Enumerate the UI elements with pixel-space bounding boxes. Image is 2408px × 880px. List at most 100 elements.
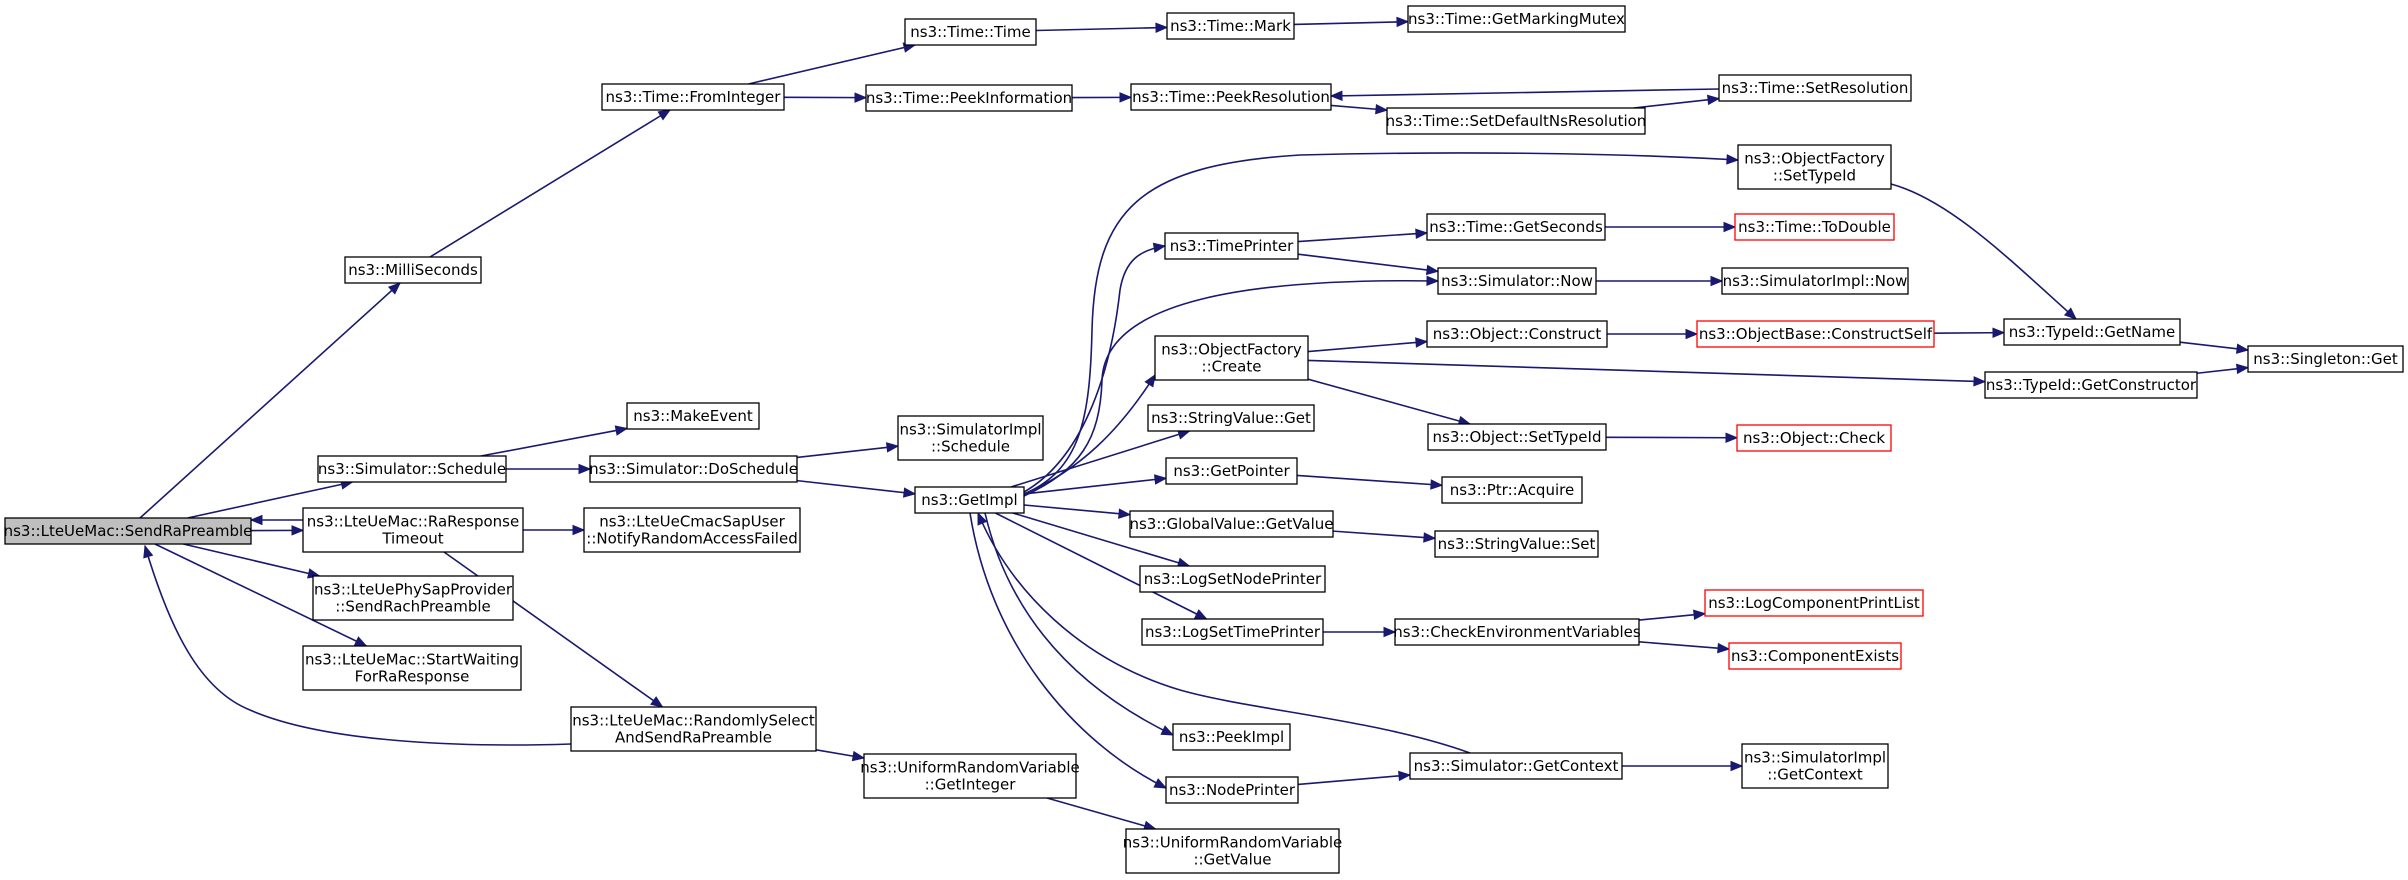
node-milliseconds[interactable]: ns3::MilliSeconds [344, 256, 482, 284]
node-log-component-print-list[interactable]: ns3::LogComponentPrintList [1704, 589, 1924, 617]
node-uniform-random-variable-get-integer[interactable]: ns3::UniformRandomVariable::GetInteger [860, 753, 1080, 799]
edge-send_ra_preamble-to-send_rach_preamble [183, 543, 321, 579]
node-time-mark[interactable]: ns3::Time::Mark [1166, 12, 1295, 40]
node-object-factory-set-type-id[interactable]: ns3::ObjectFactory::SetTypeId [1737, 144, 1892, 190]
edge-get_impl-to-simulator_now [1023, 275, 1440, 497]
node-box [626, 402, 760, 430]
node-get-pointer[interactable]: ns3::GetPointer [1165, 457, 1298, 485]
node-string-value-set[interactable]: ns3::StringValue::Set [1434, 530, 1599, 558]
node-object-check[interactable]: ns3::Object::Check [1736, 424, 1892, 452]
node-label: ns3::ObjectFactory [1161, 341, 1302, 359]
node-label: ns3::UniformRandomVariable [1123, 834, 1342, 852]
node-box [1409, 752, 1623, 780]
node-box [1741, 743, 1889, 789]
node-simulator-impl-schedule[interactable]: ns3::SimulatorImpl::Schedule [897, 415, 1044, 461]
node-log-set-node-printer[interactable]: ns3::LogSetNodePrinter [1139, 565, 1326, 593]
edge-get_impl-to-peek_impl [984, 512, 1175, 736]
node-simulator-impl-get-context[interactable]: ns3::SimulatorImpl::GetContext [1741, 743, 1889, 789]
node-label: ns3::Object::Construct [1433, 325, 1602, 343]
node-string-value-get[interactable]: ns3::StringValue::Get [1147, 404, 1315, 432]
edge-set_default_ns_resolution-to-set_resolution [1633, 94, 1721, 109]
node-ptr-acquire[interactable]: ns3::Ptr::Acquire [1441, 476, 1583, 504]
node-do-schedule[interactable]: ns3::Simulator::DoSchedule [589, 455, 798, 483]
node-from-integer[interactable]: ns3::Time::FromInteger [601, 83, 785, 111]
node-peek-information[interactable]: ns3::Time::PeekInformation [865, 84, 1073, 112]
node-time-printer[interactable]: ns3::TimePrinter [1164, 232, 1299, 260]
node-peek-resolution[interactable]: ns3::Time::PeekResolution [1130, 83, 1332, 111]
node-label: ::GetValue [1193, 851, 1271, 869]
node-object-factory-create[interactable]: ns3::ObjectFactory::Create [1154, 335, 1309, 381]
node-label: ns3::Simulator::DoSchedule [589, 460, 798, 478]
node-box [312, 575, 514, 621]
node-label: ::GetInteger [925, 776, 1017, 794]
node-send-rach-preamble[interactable]: ns3::LteUePhySapProvider::SendRachPreamb… [312, 575, 514, 621]
node-send-ra-preamble[interactable]: ns3::LteUeMac::SendRaPreamble [4, 517, 253, 545]
node-box [1704, 589, 1924, 617]
node-notify-random-access-failed[interactable]: ns3::LteUeCmacSapUser::NotifyRandomAcces… [583, 507, 801, 553]
node-object-construct[interactable]: ns3::Object::Construct [1426, 320, 1608, 348]
node-component-exists[interactable]: ns3::ComponentExists [1728, 642, 1902, 670]
node-label: ns3::Time::SetDefaultNsResolution [1386, 112, 1647, 130]
node-simulator-impl-now[interactable]: ns3::SimulatorImpl::Now [1721, 267, 1909, 295]
node-set-resolution[interactable]: ns3::Time::SetResolution [1718, 74, 1912, 102]
node-label: ns3::NodePrinter [1169, 781, 1296, 799]
node-box [865, 84, 1073, 112]
node-box [583, 507, 801, 553]
node-box [1172, 723, 1291, 751]
node-simulator-now[interactable]: ns3::Simulator::Now [1437, 267, 1597, 295]
node-to-double[interactable]: ns3::Time::ToDouble [1734, 213, 1895, 241]
node-box [1427, 423, 1607, 451]
node-get-constructor[interactable]: ns3::TypeId::GetConstructor [1984, 371, 2198, 399]
node-label: ns3::StringValue::Set [1438, 535, 1596, 553]
node-randomly-select-and-send-ra-preamble[interactable]: ns3::LteUeMac::RandomlySelectAndSendRaPr… [570, 706, 817, 752]
node-box [601, 83, 785, 111]
node-simulator-schedule[interactable]: ns3::Simulator::Schedule [317, 455, 507, 483]
node-global-value-get-value[interactable]: ns3::GlobalValue::GetValue [1129, 510, 1334, 538]
edge-object_factory_create-to-get_constructor [1307, 359, 1987, 387]
node-object-set-type-id[interactable]: ns3::Object::SetTypeId [1427, 423, 1607, 451]
node-label: ns3::PeekImpl [1179, 728, 1284, 746]
edge-milliseconds-to-from_integer [429, 109, 672, 258]
node-make-event[interactable]: ns3::MakeEvent [626, 402, 760, 430]
node-box [1434, 530, 1599, 558]
node-box [914, 486, 1025, 514]
node-box [904, 18, 1037, 46]
node-type-id-get-name[interactable]: ns3::TypeId::GetName [2003, 318, 2181, 346]
node-box [897, 415, 1044, 461]
edge-do_schedule-to-simulator_impl_schedule [796, 442, 900, 459]
node-box [1141, 618, 1324, 646]
node-label: ns3::Time::SetResolution [1722, 79, 1909, 97]
node-construct-self[interactable]: ns3::ObjectBase::ConstructSelf [1696, 320, 1935, 348]
edge-simulator_schedule-to-do_schedule [506, 463, 592, 475]
node-simulator-get-context[interactable]: ns3::Simulator::GetContext [1409, 752, 1623, 780]
edge-check_environment_variables-to-log_component_print_list [1638, 609, 1707, 621]
node-box [1718, 74, 1912, 102]
node-set-default-ns-resolution[interactable]: ns3::Time::SetDefaultNsResolution [1386, 107, 1647, 135]
node-log-set-time-printer[interactable]: ns3::LogSetTimePrinter [1141, 618, 1324, 646]
node-node-printer[interactable]: ns3::NodePrinter [1165, 776, 1299, 804]
node-label: ns3::GetPointer [1173, 462, 1290, 480]
node-time-time[interactable]: ns3::Time::Time [904, 18, 1037, 46]
node-singleton-get[interactable]: ns3::Singleton::Get [2247, 345, 2404, 373]
node-get-seconds[interactable]: ns3::Time::GetSeconds [1426, 213, 1606, 241]
edge-simulator_get_context-to-get_impl [977, 511, 1471, 754]
node-box [1734, 213, 1895, 241]
edge-object_factory_set_type_id-to-type_id_get_name [1890, 183, 2077, 320]
node-get-impl[interactable]: ns3::GetImpl [914, 486, 1025, 514]
node-label: ns3::Ptr::Acquire [1450, 481, 1574, 499]
node-box [1394, 618, 1640, 646]
node-label: ::GetContext [1767, 766, 1863, 784]
edge-construct_self-to-type_id_get_name [1933, 327, 2006, 338]
node-box [1154, 335, 1309, 381]
node-get-marking-mutex[interactable]: ns3::Time::GetMarkingMutex [1407, 5, 1626, 33]
node-label: ns3::Time::PeekResolution [1132, 88, 1330, 106]
node-check-environment-variables[interactable]: ns3::CheckEnvironmentVariables [1393, 618, 1641, 646]
node-box [1696, 320, 1935, 348]
node-box [1736, 424, 1892, 452]
node-uniform-random-variable-get-value[interactable]: ns3::UniformRandomVariable::GetValue [1123, 828, 1342, 874]
node-peek-impl[interactable]: ns3::PeekImpl [1172, 723, 1291, 751]
edge-get_impl-to-object_factory_set_type_id [1023, 152, 1740, 495]
